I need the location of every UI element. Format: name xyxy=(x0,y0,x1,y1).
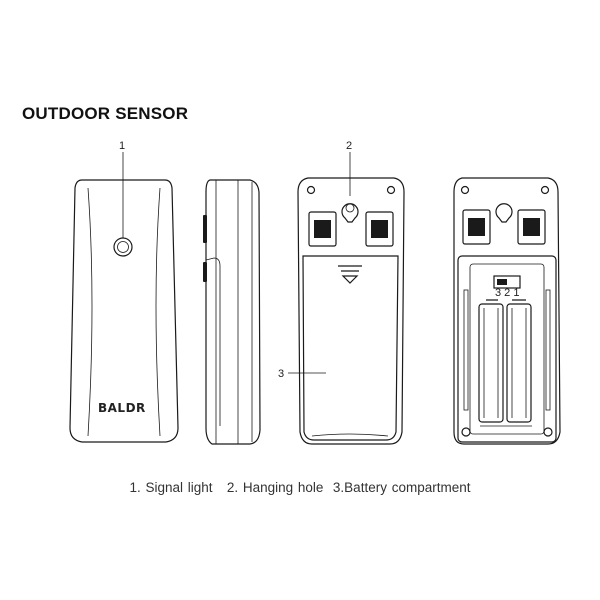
hanging-hole-icon xyxy=(341,203,359,223)
callout-3-label: 3 xyxy=(278,368,284,380)
signal-light-icon xyxy=(113,237,133,257)
caption-item-1: 1. Signal light xyxy=(129,480,213,495)
battery-slot-numbers: 3 2 1 xyxy=(495,287,519,299)
battery-left-icon xyxy=(478,303,504,423)
side-view xyxy=(203,179,261,445)
back-view: 2 3 xyxy=(278,140,405,445)
caption-item-3: 3.Battery compartment xyxy=(332,480,471,495)
caption-item-2: 2. Hanging hole xyxy=(226,480,324,495)
caption: 1. Signal light 2. Hanging hole 3.Batter… xyxy=(0,480,600,495)
battery-door xyxy=(302,255,399,441)
battery-slot-switch: 3 2 1 xyxy=(493,275,521,299)
battery-right-icon xyxy=(506,303,532,423)
callout-2-label: 2 xyxy=(346,140,352,152)
callout-1-label: 1 xyxy=(119,140,125,152)
battery-view: 3 2 1 xyxy=(453,177,561,445)
brand-logo: BALDR xyxy=(98,401,146,415)
battery-door-latch-icon xyxy=(338,265,362,284)
front-view: BALDR 1 xyxy=(69,140,179,443)
page-title: OUTDOOR SENSOR xyxy=(22,104,189,123)
